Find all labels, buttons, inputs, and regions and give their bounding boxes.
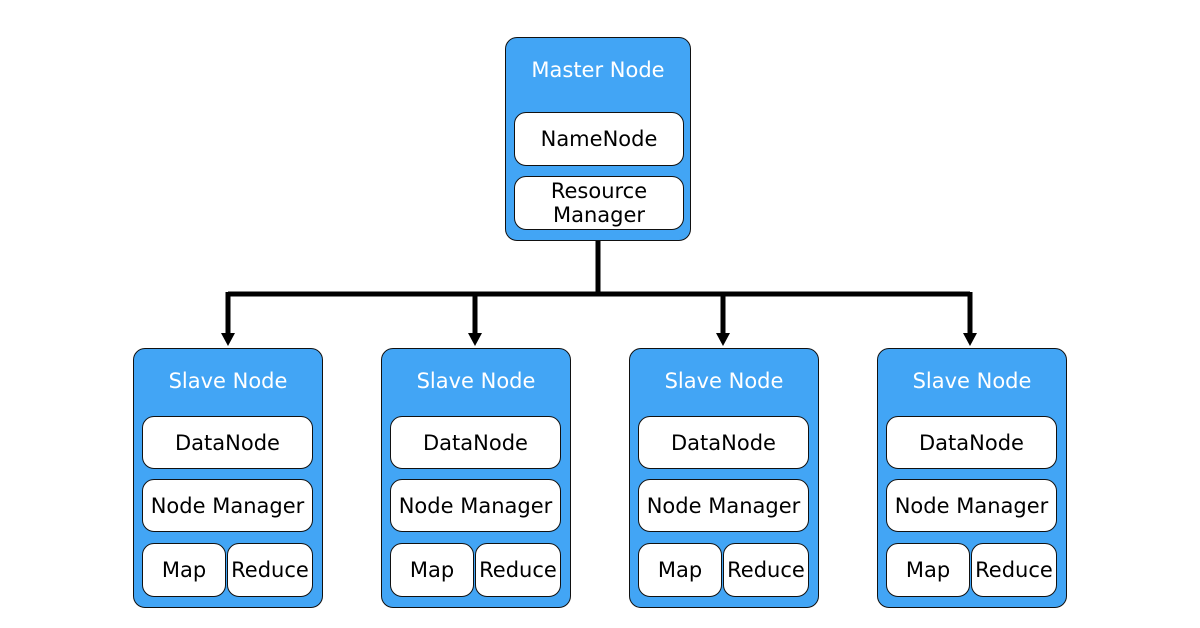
node-manager-box: Node Manager bbox=[142, 479, 313, 532]
slave-node-title: Slave Node bbox=[168, 369, 288, 393]
slave-node-title: Slave Node bbox=[664, 369, 784, 393]
reduce-box: Reduce bbox=[723, 543, 809, 597]
datanode-box: DataNode bbox=[638, 416, 809, 469]
node-manager-box: Node Manager bbox=[390, 479, 561, 532]
map-box: Map bbox=[390, 543, 474, 597]
arrowhead-4 bbox=[963, 333, 977, 346]
datanode-box: DataNode bbox=[390, 416, 561, 469]
map-box: Map bbox=[638, 543, 722, 597]
master-node-title: Master Node bbox=[531, 58, 665, 82]
resource-manager-box: Resource Manager bbox=[514, 176, 684, 230]
slave-node-1: Slave Node DataNode Node Manager Map Red… bbox=[133, 348, 323, 608]
reduce-box: Reduce bbox=[971, 543, 1057, 597]
arrowhead-3 bbox=[716, 333, 730, 346]
reduce-box: Reduce bbox=[227, 543, 313, 597]
node-manager-box: Node Manager bbox=[638, 479, 809, 532]
slave-node-2: Slave Node DataNode Node Manager Map Red… bbox=[381, 348, 571, 608]
namenode-box: NameNode bbox=[514, 112, 684, 166]
reduce-box: Reduce bbox=[475, 543, 561, 597]
arrowhead-2 bbox=[468, 333, 482, 346]
map-box: Map bbox=[142, 543, 226, 597]
datanode-box: DataNode bbox=[886, 416, 1057, 469]
map-box: Map bbox=[886, 543, 970, 597]
datanode-box: DataNode bbox=[142, 416, 313, 469]
slave-node-3: Slave Node DataNode Node Manager Map Red… bbox=[629, 348, 819, 608]
slave-node-4: Slave Node DataNode Node Manager Map Red… bbox=[877, 348, 1067, 608]
slave-node-title: Slave Node bbox=[912, 369, 1032, 393]
node-manager-box: Node Manager bbox=[886, 479, 1057, 532]
master-node: Master Node NameNode Resource Manager bbox=[505, 37, 691, 241]
arrowhead-1 bbox=[221, 333, 235, 346]
slave-node-title: Slave Node bbox=[416, 369, 536, 393]
